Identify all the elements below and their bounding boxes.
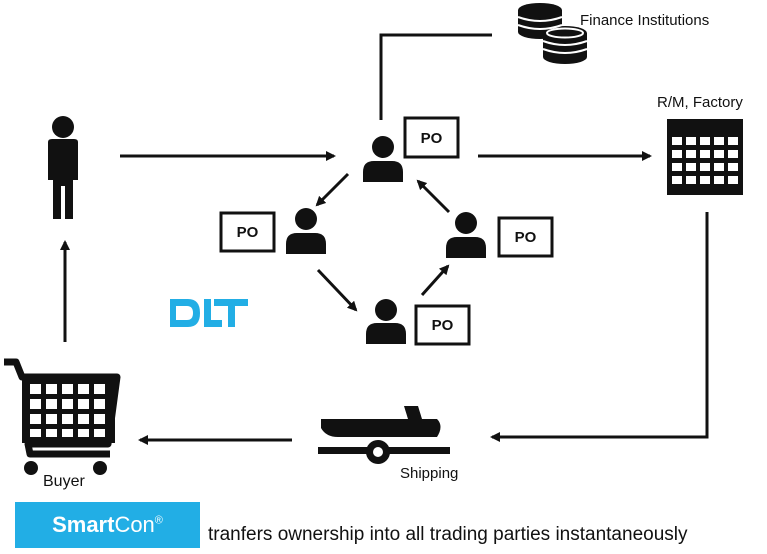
shipping-label: Shipping [400,465,459,482]
customer-person-icon [48,116,78,219]
caption-text: tranfers ownership into all trading part… [208,524,688,545]
arrow-left-to-bottom [316,268,358,312]
shopping-cart-icon [4,358,121,475]
po-box-bottom [414,304,471,346]
po-box-left [219,211,276,253]
boat-trailer-icon [318,406,450,464]
smartcon-wordmark: SmartCon® [52,512,163,537]
po-label-right: PO [515,229,537,246]
coins-icon [517,3,588,64]
factory-label: R/M, Factory [657,94,743,111]
po-label-bottom: PO [432,317,454,334]
buyer-label: Buyer [43,473,85,490]
bottom-participant-icon [366,299,406,344]
smartcon-logo: SmartCon® [15,502,200,548]
center-participant-icon [363,136,403,182]
dlt-logo [170,299,248,327]
po-box-center [403,116,460,159]
po-label-center: PO [421,130,443,147]
arrow-factory-to-shipping [490,212,709,442]
arrow-center-to-left [315,172,350,207]
finance-connector-line [379,33,492,120]
po-label-left: PO [237,224,259,241]
left-participant-icon [286,208,326,254]
factory-grid-icon [667,119,743,195]
right-participant-icon [446,212,486,258]
po-box-right [497,216,554,258]
arrow-bottom-to-right [420,264,450,297]
arrow-right-to-center [416,179,451,214]
finance-institutions-label: Finance Institutions [580,12,710,29]
